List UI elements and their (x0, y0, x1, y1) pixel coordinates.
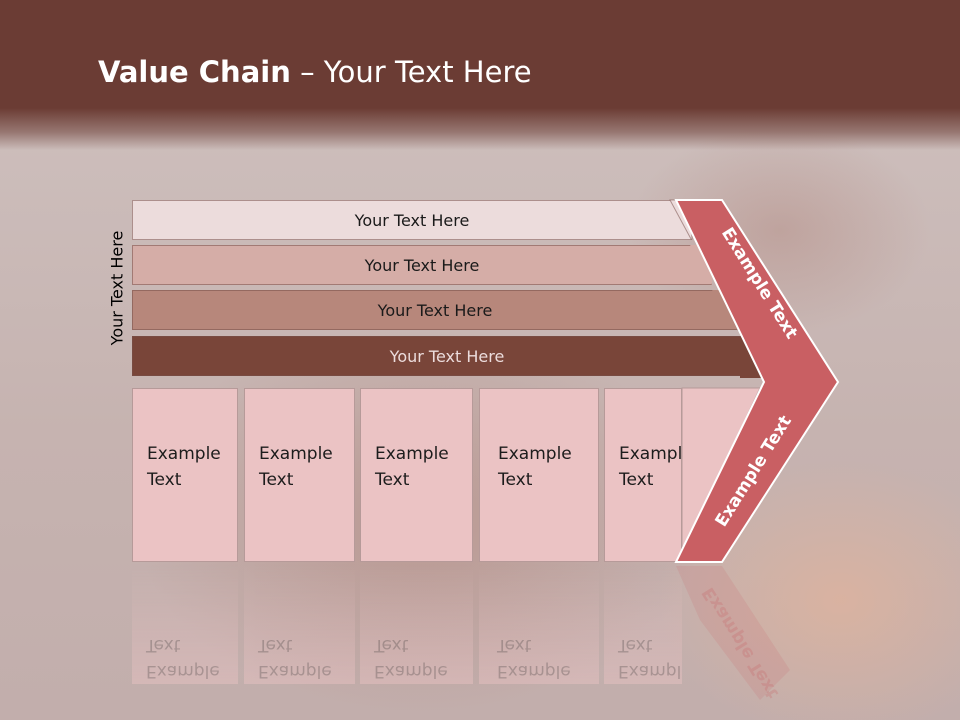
cell-3-line1: Example (375, 444, 449, 464)
cell-1-line1: Example (147, 444, 221, 464)
cell-2-line2: Text (259, 470, 294, 490)
band-3-label: Your Text Here (377, 300, 493, 320)
band-4: Your Text Here (132, 336, 762, 376)
cell-3-line2: Text (375, 470, 410, 490)
cell-1-line2: Text (147, 470, 182, 490)
cell-4-line1: Example (498, 444, 572, 464)
header-bar (0, 0, 960, 150)
title-rest: – Your Text Here (290, 55, 532, 89)
title-bold: Value Chain (98, 55, 291, 89)
band-1-label: Your Text Here (354, 210, 470, 230)
cell-4-line2: Text (498, 470, 533, 490)
slide-title: Value Chain – Your Text Here (98, 55, 532, 89)
band-3: Your Text Here (132, 290, 738, 330)
band-4-label: Your Text Here (389, 346, 505, 366)
chevron-reflection (676, 566, 790, 700)
cell-5-line1: Example (619, 444, 693, 464)
band-1: Your Text Here (132, 200, 692, 240)
band-2-label: Your Text Here (364, 255, 480, 275)
cell-5-line2: Text (619, 470, 654, 490)
band-2: Your Text Here (132, 245, 712, 285)
chevron-arrow (674, 199, 840, 563)
cell-2-line1: Example (259, 444, 333, 464)
